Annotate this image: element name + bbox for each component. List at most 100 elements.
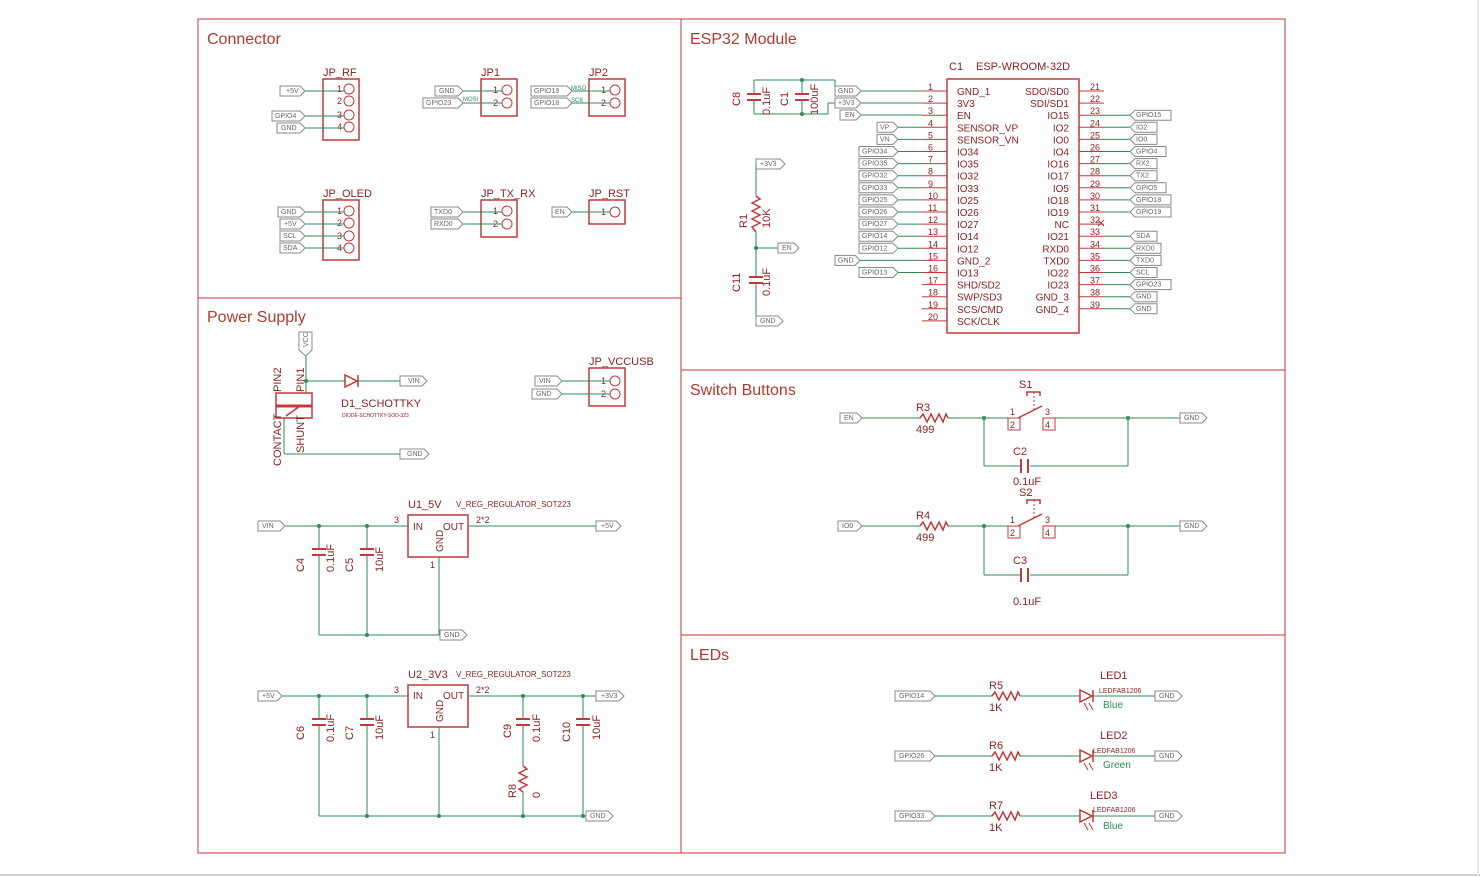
esp32-pin-number: 25 (1090, 130, 1100, 140)
led-row-1[interactable]: GPIO14 R5 1K LED1 LEDFAB1206 Blue GND (894, 670, 1183, 714)
c5-ref: C5 (344, 558, 356, 572)
esp32-pin-name: IO25 (957, 196, 979, 207)
switch-s2[interactable]: S2 1 2 3 4 (1007, 487, 1056, 539)
connector-jp-vccusb[interactable]: JP_VCCUSB 1 2 VIN GND (531, 356, 654, 407)
capacitor-c8[interactable]: C8 0.1uF (731, 87, 773, 115)
net-label-text: SCL (1136, 270, 1150, 277)
net-label-text: TXD0 (1136, 257, 1154, 264)
pin2-label: PIN2 (272, 368, 284, 392)
led-part: LEDFAB1206 (1099, 688, 1142, 695)
net-label-text: VIN (539, 378, 551, 385)
esp32-pin-name: SDI/SD1 (1030, 99, 1069, 110)
resistor-r3[interactable]: R3 499 (916, 402, 949, 436)
resistor-r4[interactable]: R4 499 (916, 510, 949, 544)
net-label-text: GPIO14 (862, 233, 887, 240)
capacitor-c5[interactable]: C5 10uF (344, 547, 386, 572)
connector-jp1[interactable]: JP1 1 2 MOSI GND GPIO23 (422, 67, 518, 117)
esp32-pin-number: 15 (928, 251, 938, 261)
esp32-pin-number: 12 (928, 215, 938, 225)
esp32-pin-name: IO5 (1053, 184, 1070, 195)
connector-jp-rf[interactable]: JP_RF 1 2 3 4 +5V GPIO4 GND (271, 67, 360, 141)
u1-pinno: 2*2 (476, 515, 490, 525)
led-part: LEDFAB1206 (1093, 748, 1136, 755)
r8-ref: R8 (507, 784, 519, 798)
net-label-text: GPIO25 (862, 197, 887, 204)
net-label-text: GPIO34 (862, 149, 887, 156)
capacitor-c2[interactable]: C2 0.1uF (1013, 446, 1041, 488)
diode-d1[interactable]: D1_SCHOTTKY DIODE-SCHOTTKY-SOD-323 (341, 373, 422, 419)
jp-tx-rx-pin: 1 (493, 206, 498, 216)
s2-pin: 3 (1045, 515, 1050, 525)
net-label-text: SDA (283, 245, 298, 252)
esp32-pin-number: 29 (1090, 179, 1100, 189)
esp32-pin-number: 26 (1090, 143, 1100, 153)
connector-jp-oled[interactable]: JP_OLED 1 2 3 4 GND +5V SCL SDA (277, 188, 372, 261)
jp-rf-pin: 2 (337, 96, 342, 106)
capacitor-c6[interactable]: C6 0.1uF (295, 714, 337, 742)
esp32-pin-name: SCS/CMD (957, 305, 1003, 316)
net-label-text: GPIO13 (862, 270, 887, 277)
net-label (1129, 121, 1158, 133)
net-label-text: GND (590, 813, 606, 820)
esp32-pin-name: GND_2 (957, 256, 991, 267)
capacitor-c7[interactable]: C7 10uF (344, 715, 386, 740)
regulator-u1[interactable]: U1_5V V_REG_REGULATOR_SOT223 IN OUT GND … (394, 499, 571, 570)
net-label-text: GPIO19 (534, 88, 559, 95)
esp32-pin-number: 7 (928, 155, 933, 165)
power-jumper[interactable]: PIN2 PIN1 CONTACT SHUNT (272, 368, 313, 466)
section-titles: Connector Power Supply ESP32 Module Swit… (207, 31, 797, 664)
connector-jp-rst[interactable]: JP_RST 1 EN (551, 188, 630, 225)
esp32-pin-number: 17 (928, 276, 938, 286)
connector-jp2[interactable]: JP2 1 2 MISO SCK GPIO19 GPIO18 (530, 67, 626, 117)
capacitor-c4[interactable]: C4 0.1uF (295, 544, 337, 572)
capacitor-c3[interactable]: C3 0.1uF (1013, 555, 1041, 608)
esp32-pin-number: 32 (1090, 215, 1100, 225)
capacitor-c9[interactable]: C9 0.1uF (502, 714, 543, 742)
capacitor-c11[interactable]: C11 0.1uF (731, 268, 773, 296)
resistor-r8[interactable]: R8 0 (507, 765, 543, 798)
led-resistor-ref: R6 (989, 740, 1003, 752)
regulator-u2[interactable]: U2_3V3 V_REG_REGULATOR_SOT223 IN OUT GND… (394, 669, 571, 740)
led-row-3[interactable]: GPIO33 R7 1K LED3 LEDFAB1206 Blue GND (894, 790, 1183, 834)
capacitor-c1[interactable]: C1 100uF (779, 84, 821, 115)
esp32-pin-number: 36 (1090, 264, 1100, 274)
switch-section: EN R3 499 S1 1 2 3 4 C2 0.1uF GND IO (837, 379, 1208, 608)
esp32-pin-name: IO12 (957, 244, 979, 255)
jp-oled-pin: 1 (337, 206, 342, 216)
esp32-pin-number: 18 (928, 288, 938, 298)
r3-value: 499 (916, 424, 934, 436)
resistor-r1[interactable]: R1 10K (738, 195, 773, 233)
net-label (1129, 254, 1162, 266)
net-label-text: GND (1159, 693, 1175, 700)
esp32-pin-number: 14 (928, 239, 938, 249)
r1-ref: R1 (738, 214, 750, 228)
switch-s1[interactable]: S1 1 2 3 4 (1007, 379, 1056, 431)
vcc-label: VCC (303, 332, 310, 347)
s2-pin: 2 (1010, 528, 1015, 538)
net-label-text: +3V3 (838, 100, 855, 107)
capacitor-c10[interactable]: C10 10uF (561, 715, 603, 742)
led-row-2[interactable]: GPIO26 R6 1K LED2 LEDFAB1206 Green GND (894, 730, 1183, 774)
led-color: Blue (1103, 821, 1123, 832)
c1-ref: C1 (779, 92, 791, 106)
connector-section: JP_RF 1 2 3 4 +5V GPIO4 GND (271, 67, 630, 261)
connector-jp-tx-rx[interactable]: JP_TX_RX 1 2 TXD0 RXD0 (430, 188, 536, 238)
esp32-pin-number: 16 (928, 264, 938, 274)
esp32-pin-number: 8 (928, 167, 933, 177)
net-label (1129, 146, 1167, 157)
